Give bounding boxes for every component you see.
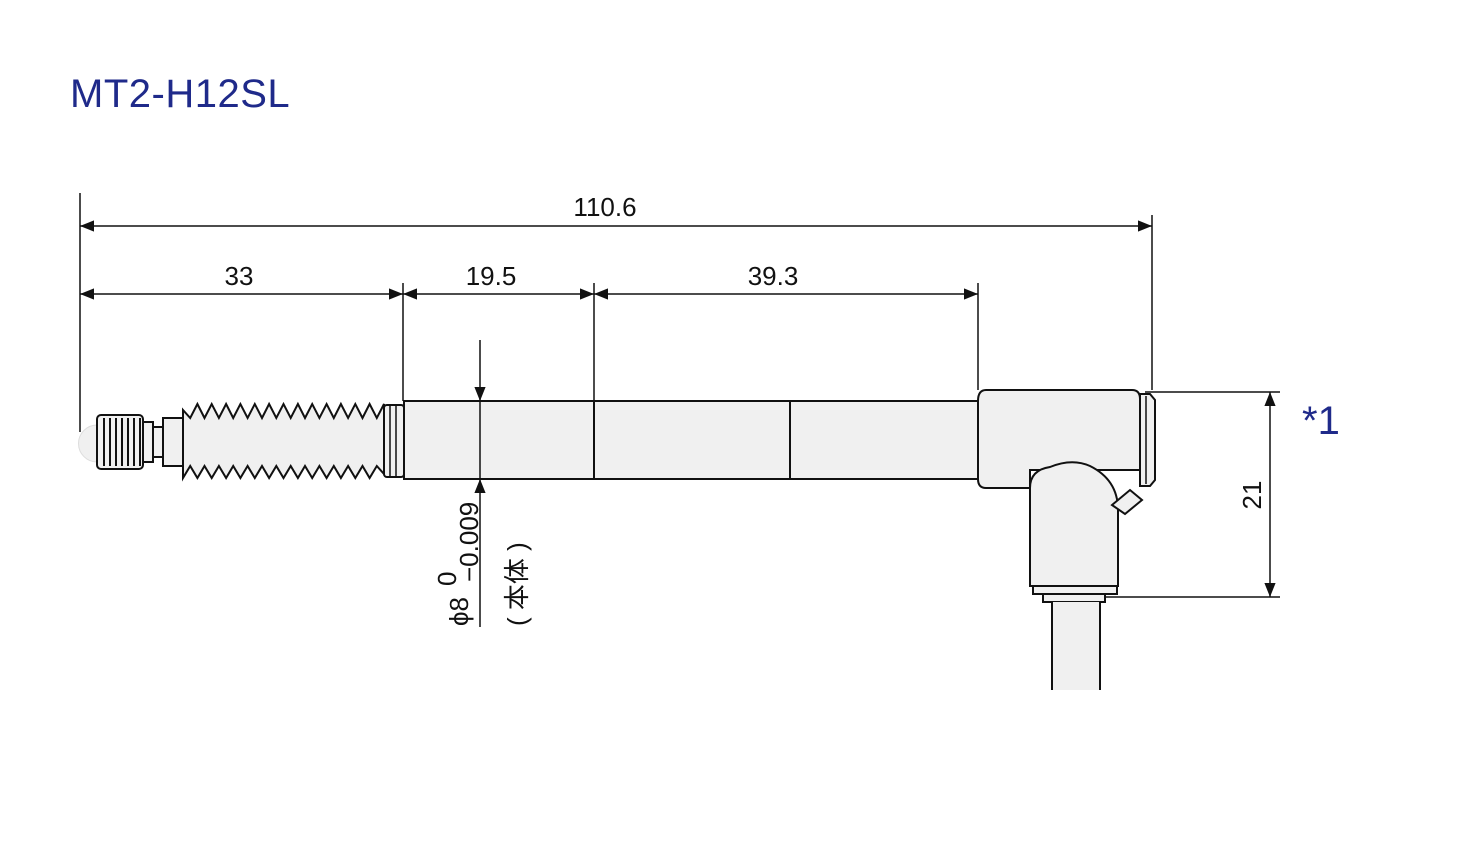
cable <box>1053 602 1099 690</box>
tip-flange-1 <box>142 421 154 463</box>
bellows-end-ring <box>383 404 405 478</box>
tip-collar <box>162 417 184 467</box>
diameter-tol-upper: 0 <box>432 572 462 586</box>
head-cap <box>1139 393 1156 487</box>
strain-relief-1 <box>1032 585 1118 595</box>
bellows-boot <box>182 401 385 482</box>
set-screw <box>1110 488 1144 516</box>
overall-length-label: 110.6 <box>573 192 636 222</box>
main-body <box>403 400 979 480</box>
cable-elbow <box>1029 461 1119 587</box>
note-mark: *1 <box>1302 399 1340 443</box>
segment-3-label: 39.3 <box>748 261 799 291</box>
tip-flange-2 <box>152 426 164 458</box>
diameter-tol-lower: −0.009 <box>454 502 484 582</box>
height-label: 21 <box>1237 481 1267 510</box>
page-title: MT2-H12SL <box>70 72 291 116</box>
diameter-symbol: ϕ8 <box>444 597 474 626</box>
strain-relief-2 <box>1042 593 1106 603</box>
diameter-callout: ϕ8 0 −0.009 ( 本体 ) <box>432 502 532 626</box>
diameter-body-note: ( 本体 ) <box>502 542 532 626</box>
segment-2-label: 19.5 <box>466 261 517 291</box>
contact-tip-knurl <box>103 418 141 466</box>
dimension-lines <box>79 193 1280 627</box>
segment-1-label: 33 <box>225 261 254 291</box>
sensor-body-outline <box>78 389 1156 690</box>
